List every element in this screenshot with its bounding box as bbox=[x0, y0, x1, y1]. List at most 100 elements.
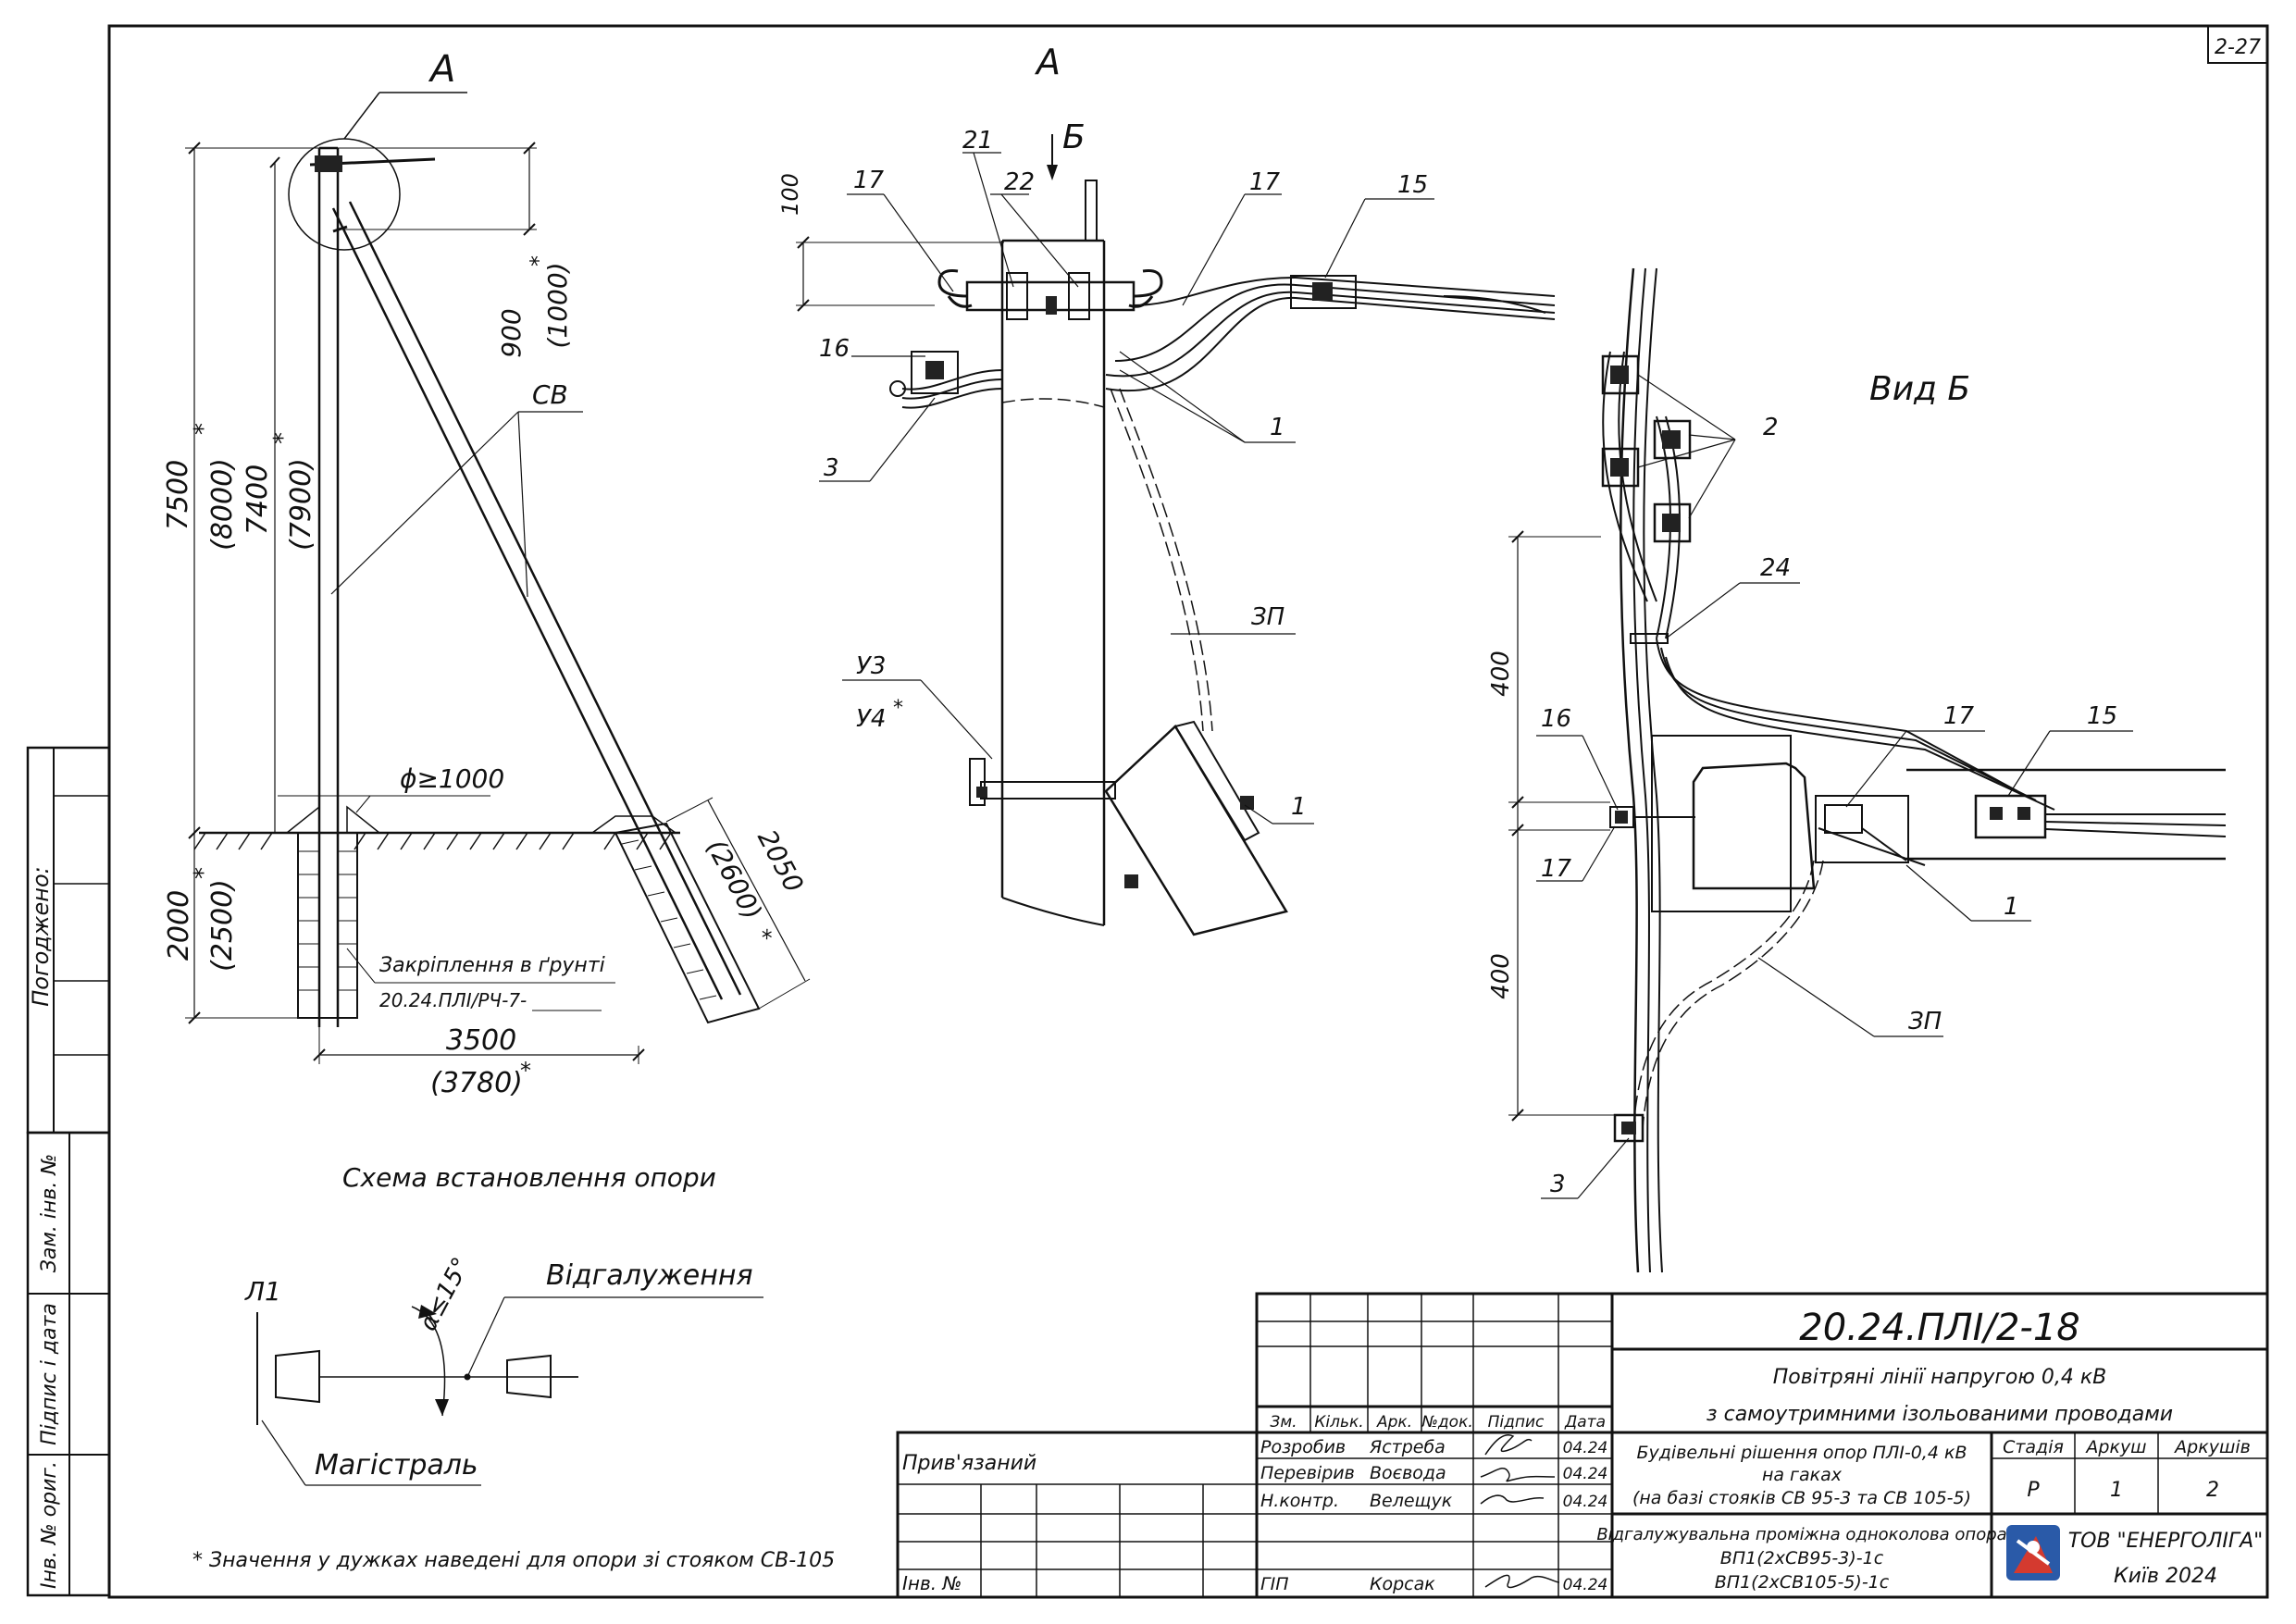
sheet-header: Аркуш bbox=[2084, 1437, 2146, 1457]
date-3: 04.24 bbox=[1563, 1576, 1608, 1594]
footnote: * Значення у дужках наведені для опори з… bbox=[192, 1549, 835, 1572]
stage-header: Стадія bbox=[2003, 1437, 2064, 1457]
mid-u4-star: * bbox=[893, 697, 903, 720]
dim-8000-star: * bbox=[190, 423, 217, 435]
title-line-1: Повітряні лінії напругою 0,4 кВ bbox=[1773, 1366, 2107, 1389]
view-a-mid: A bbox=[1034, 42, 1061, 82]
mid-u3: У3 bbox=[856, 652, 886, 680]
mid-u4: У4 bbox=[856, 705, 886, 733]
strut-hatch bbox=[621, 839, 717, 1000]
dim-8000: (8000) bbox=[206, 458, 239, 551]
right-zp: ЗП bbox=[1908, 1008, 1942, 1035]
th-date: Дата bbox=[1564, 1413, 1606, 1432]
drawing-name-2: ВП1(2хСВ95-3)-1с bbox=[1720, 1548, 1884, 1568]
name-3: Корсак bbox=[1370, 1574, 1435, 1594]
right-3: 3 bbox=[1550, 1171, 1566, 1198]
sheet-value: 1 bbox=[2110, 1479, 2123, 1502]
mid-3: 3 bbox=[824, 454, 839, 482]
dim-7500: 7500 bbox=[162, 460, 194, 530]
sheets-value: 2 bbox=[2206, 1479, 2219, 1502]
stage-value: Р bbox=[2027, 1479, 2040, 1502]
dim-2050: 2050 bbox=[751, 824, 810, 897]
company-city: Київ 2024 bbox=[2114, 1565, 2217, 1588]
dim-3780-star: * bbox=[520, 1058, 531, 1084]
drawing-code: 20.24.ПЛІ/2-18 bbox=[1799, 1307, 2079, 1349]
mid-21: 21 bbox=[962, 127, 993, 155]
signature-scribbles bbox=[1480, 1434, 1560, 1589]
right-dim-400b: 400 bbox=[1487, 953, 1515, 999]
th-doc: №док. bbox=[1421, 1413, 1473, 1432]
mid-15: 15 bbox=[1397, 171, 1428, 199]
company-logo bbox=[2006, 1525, 2060, 1581]
right-15: 15 bbox=[2087, 702, 2117, 730]
th-kilk: Кільк. bbox=[1314, 1413, 1363, 1432]
replace-inv-label: Зам. інв. № bbox=[38, 1154, 61, 1273]
middle-view: A Б 100 17 21 22 17 15 16 3 1 bbox=[777, 42, 1556, 936]
dim-phi: ϕ≥1000 bbox=[400, 763, 504, 794]
inv-orig-label: Інв. № ориг. bbox=[38, 1461, 61, 1589]
branching-label: Відгалуження bbox=[546, 1259, 753, 1292]
l1-label: Л1 bbox=[244, 1276, 281, 1307]
sheets-header: Аркушів bbox=[2173, 1437, 2251, 1457]
dim-1000-star: * bbox=[526, 255, 552, 267]
dim-900: 900 bbox=[496, 308, 527, 357]
role-2: Н.контр. bbox=[1260, 1491, 1339, 1511]
dim-2000: 2000 bbox=[163, 890, 195, 961]
dim-2500: (2500) bbox=[206, 879, 239, 972]
left-strip: Погоджено: Зам. інв. № Підпис і дата Інв… bbox=[26, 746, 111, 1597]
mid-1b: 1 bbox=[1291, 793, 1307, 821]
th-sign: Підпис bbox=[1488, 1413, 1545, 1432]
role-0: Розробив bbox=[1260, 1437, 1346, 1457]
scheme-caption: Схема встановлення опори bbox=[342, 1162, 716, 1193]
drawing-name-3: ВП1(2хСВ105-5)-1с bbox=[1715, 1572, 1890, 1593]
view-b-title: Вид Б bbox=[1869, 370, 1970, 408]
sheet-name-2: на гаках bbox=[1762, 1465, 1843, 1485]
date-2: 04.24 bbox=[1563, 1493, 1608, 1511]
view-a-left: A bbox=[428, 48, 455, 91]
sheet-name-1: Будівельні рішення опор ПЛІ-0,4 кВ bbox=[1637, 1443, 1967, 1463]
sign-date-label: Підпис і дата bbox=[38, 1303, 61, 1445]
fixing-label: Закріплення в ґрунті bbox=[379, 954, 605, 977]
right-view: Вид Б bbox=[1487, 267, 2227, 1273]
mid-1a: 1 bbox=[1270, 414, 1285, 441]
dim-7900: (7900) bbox=[285, 458, 317, 551]
dim-3780: (3780) bbox=[430, 1067, 523, 1099]
dim-3500: 3500 bbox=[446, 1024, 516, 1057]
dim-7900-star: * bbox=[269, 432, 297, 444]
mid-17a: 17 bbox=[853, 167, 885, 194]
right-1: 1 bbox=[2004, 893, 2019, 921]
right-dim-400a: 400 bbox=[1487, 651, 1515, 697]
sheet-name-3: (на базі стояків СВ 95-3 та СВ 105-5) bbox=[1632, 1488, 1971, 1508]
branch-angle: α≤15° bbox=[415, 1253, 476, 1335]
title-line-2: з самоутримними ізольованими проводами bbox=[1706, 1403, 2173, 1426]
agreed-label: Погоджено: bbox=[28, 866, 54, 1006]
dim-7400: 7400 bbox=[242, 465, 274, 535]
th-ark: Арк. bbox=[1376, 1413, 1412, 1432]
role-3: ГІП bbox=[1260, 1574, 1288, 1594]
title-block: Зм. Кільк. Арк. №док. Підпис Дата Розроб… bbox=[896, 1292, 2269, 1599]
drawing-name-1: Відгалужувальна проміжна одноколова опор… bbox=[1596, 1525, 2006, 1544]
installation-scheme: A СВ 7500 (8000) * 7400 (7900) * 900 (10… bbox=[162, 48, 811, 1193]
company-name: ТОВ "ЕНЕРГОЛІГА" bbox=[2068, 1530, 2264, 1553]
mid-dim-100: 100 bbox=[777, 173, 803, 216]
date-0: 04.24 bbox=[1563, 1439, 1608, 1457]
sheet-frame: 2-27 bbox=[107, 24, 2269, 1599]
main-line-label: Магістраль bbox=[315, 1449, 478, 1481]
sv-label: СВ bbox=[532, 379, 568, 410]
th-zm: Зм. bbox=[1270, 1413, 1297, 1432]
view-b-mark: Б bbox=[1062, 118, 1086, 156]
dim-2600-star: * bbox=[750, 925, 777, 948]
branch-scheme: α≤15° Відгалуження Л1 Магістраль * Значе… bbox=[192, 1253, 835, 1572]
name-1: Воєвода bbox=[1370, 1463, 1446, 1483]
tied-label: Прив'язаний bbox=[902, 1452, 1036, 1475]
right-17a: 17 bbox=[1943, 702, 1975, 730]
inv-no-label: Інв. № bbox=[902, 1572, 962, 1594]
dim-2500-star: * bbox=[190, 867, 217, 879]
mid-zp: ЗП bbox=[1251, 603, 1285, 631]
name-0: Ястреба bbox=[1369, 1437, 1446, 1457]
right-2: 2 bbox=[1763, 414, 1779, 441]
right-24: 24 bbox=[1760, 554, 1791, 582]
mid-22: 22 bbox=[1004, 168, 1035, 196]
sheet-code: 2-27 bbox=[2215, 36, 2261, 59]
